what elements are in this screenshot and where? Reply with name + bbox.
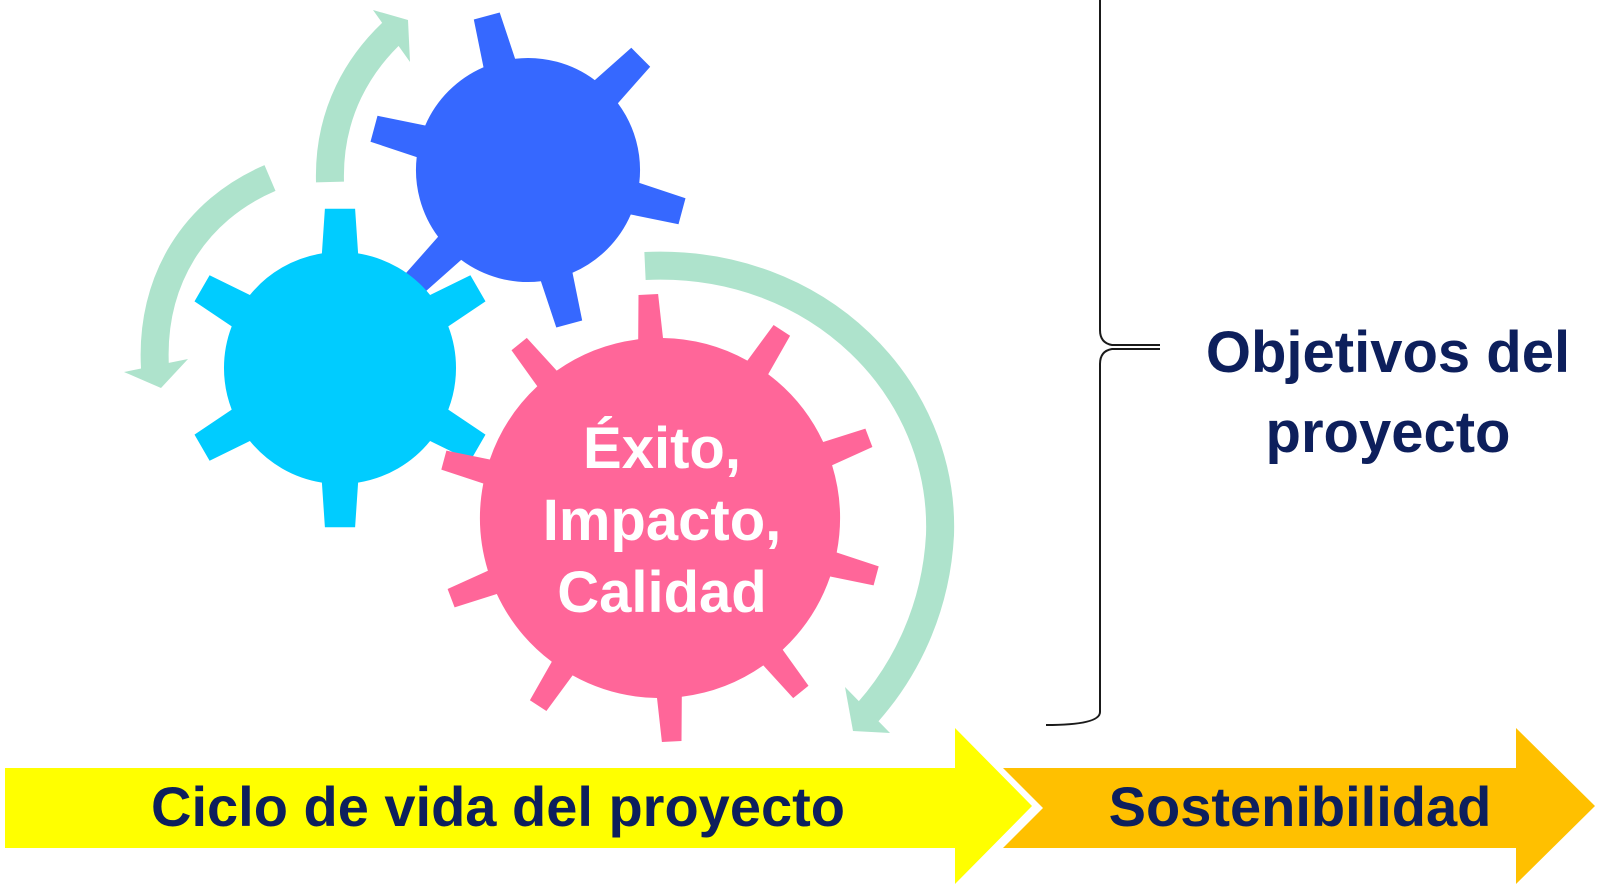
objectives-line-1: Objetivos del xyxy=(1206,320,1570,385)
cycle-arrowhead-top xyxy=(373,10,410,62)
gear-label-line-1: Éxito, xyxy=(583,416,741,481)
sustainability-label: Sostenibilidad xyxy=(1109,775,1492,838)
lifecycle-arrow xyxy=(5,728,1032,884)
objectives-line-2: proyecto xyxy=(1266,400,1511,465)
cyan-gear xyxy=(194,208,486,528)
objectives-brace xyxy=(1045,0,1160,726)
cycle-arrow-right xyxy=(644,251,955,722)
cycle-arrow-top xyxy=(315,19,405,183)
cycle-arrow-left xyxy=(140,165,276,369)
cycle-arrowhead-right xyxy=(845,687,890,733)
lifecycle-label: Ciclo de vida del proyecto xyxy=(151,775,845,838)
blue-gear xyxy=(370,12,686,328)
pink-gear xyxy=(441,294,879,742)
sustainability-arrow xyxy=(1003,728,1595,884)
cycle-arrowhead-left xyxy=(124,359,188,388)
gear-label-line-3: Calidad xyxy=(557,560,767,625)
gear-label-line-2: Impacto, xyxy=(543,488,782,553)
